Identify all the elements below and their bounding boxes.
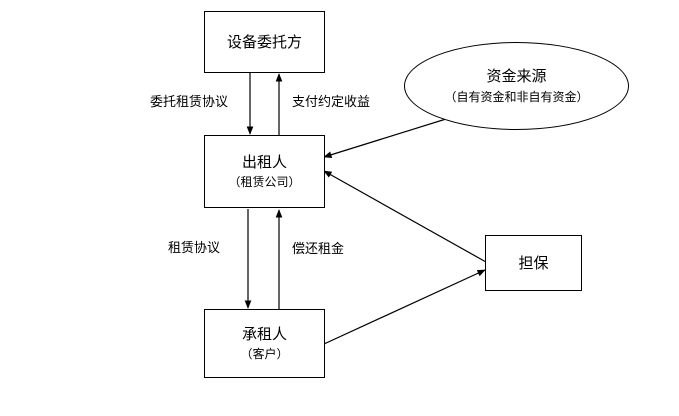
guarantee-label: 担保 xyxy=(518,254,549,272)
lessor-sublabel: （租赁公司） xyxy=(228,175,301,189)
pay-agreed-income-label: 支付约定收益 xyxy=(292,95,371,110)
equipment-consignor-label: 设备委托方 xyxy=(226,33,302,51)
arrow-fund-to-lessor xyxy=(323,118,447,158)
lessee-sublabel: （客户） xyxy=(240,347,289,361)
repay-rent-label: 偿还租金 xyxy=(292,242,345,257)
fund-source-label: 资金来源 xyxy=(486,67,547,85)
lessee-label: 承租人 xyxy=(241,325,287,343)
lessor-box: 出租人 （租赁公司） xyxy=(204,135,325,208)
arrow-guarantee-to-lessor xyxy=(323,170,487,263)
entrusted-lease-agreement-label: 委托租赁协议 xyxy=(150,95,229,110)
arrow-lessee-to-guarantee xyxy=(323,269,486,345)
lessee-box: 承租人 （客户） xyxy=(204,309,325,378)
lessor-label: 出租人 xyxy=(241,153,287,171)
equipment-consignor-box: 设备委托方 xyxy=(204,11,325,73)
lease-agreement-label: 租赁协议 xyxy=(168,241,221,256)
fund-source-sublabel: （自有资金和非自有资金） xyxy=(444,90,589,104)
guarantee-box: 担保 xyxy=(485,235,582,291)
fund-source-ellipse: 资金来源 （自有资金和非自有资金） xyxy=(404,42,629,130)
